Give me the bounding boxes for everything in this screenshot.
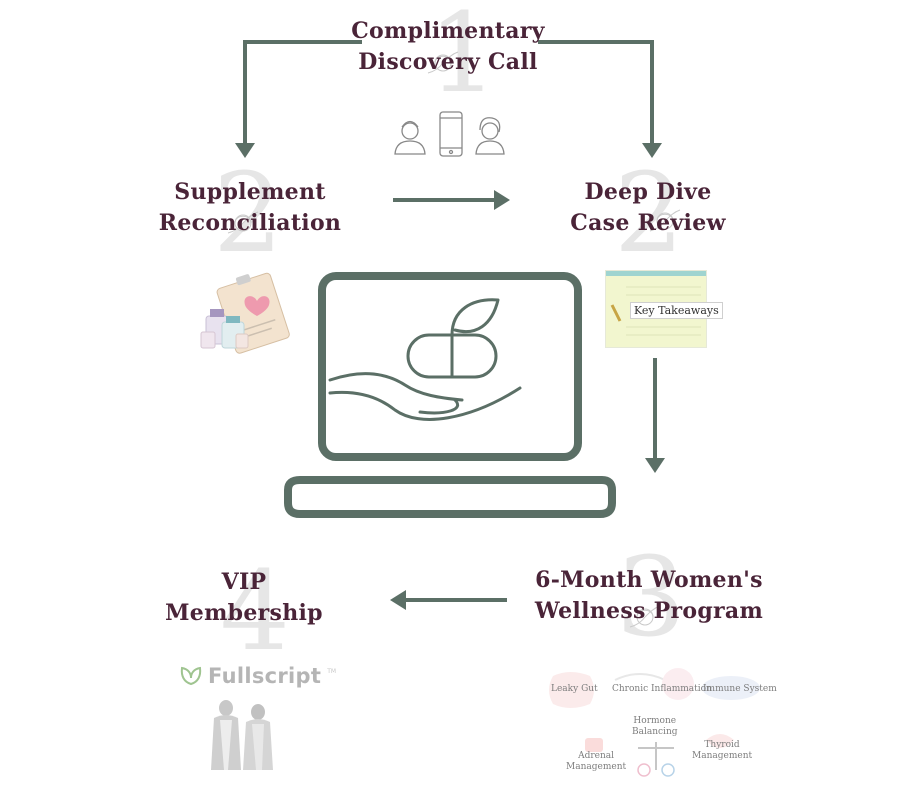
pencil-icon <box>610 304 622 322</box>
arrowhead <box>645 458 665 473</box>
arrowhead <box>494 190 510 210</box>
step-title-line: Membership <box>165 600 323 626</box>
condition-immune-graphic <box>702 676 760 700</box>
supplements-clipboard-icon <box>200 272 290 354</box>
condition-inflammation: Chronic Inflammation <box>612 684 712 694</box>
arrowhead <box>235 143 255 158</box>
condition-leaky-gut-graphic <box>549 672 594 708</box>
arrowhead <box>390 590 406 610</box>
fullscript-logo: Fullscript TM <box>180 664 336 688</box>
laptop-icon <box>284 272 616 518</box>
card-header-bar <box>606 271 706 276</box>
arrow-to-deepdive <box>538 40 654 148</box>
women-photo <box>211 700 273 770</box>
rose-decoration <box>649 209 681 232</box>
step-title-line: Case Review <box>570 210 726 236</box>
step-title-vip: VIP Membership <box>144 567 344 629</box>
step-number-program: 3 <box>616 533 686 661</box>
rose-decoration <box>227 211 259 234</box>
step-number-supplement: 2 <box>213 149 283 277</box>
rose-decoration <box>427 51 459 74</box>
step-title-line: VIP <box>221 569 267 595</box>
step-title-deepdive: Deep Dive Case Review <box>548 177 748 239</box>
phone-icon <box>439 111 463 157</box>
step-title-discovery: Complimentary Discovery Call <box>348 16 548 78</box>
step-number-discovery: 1 <box>428 0 498 117</box>
step-title-line: Supplement <box>174 179 326 205</box>
condition-inflammation-graphic <box>614 668 694 700</box>
arrowhead <box>642 143 662 158</box>
step-number-vip: 4 <box>220 547 290 675</box>
step-title-line: Complimentary <box>351 18 545 44</box>
key-takeaways-card: Key Takeaways <box>605 270 723 348</box>
key-takeaways-label: Key Takeaways <box>630 302 723 319</box>
leaf-icon <box>450 298 500 337</box>
step-title-line: 6-Month Women's <box>535 567 763 593</box>
step-title-line: Reconciliation <box>158 210 342 236</box>
heart-icon <box>244 296 270 316</box>
rose-decoration <box>629 605 661 628</box>
step-number-deepdive: 2 <box>614 149 684 277</box>
person-icon <box>475 117 505 155</box>
condition-adrenal-graphic <box>585 738 603 752</box>
step-title-supplement: Supplement Reconciliation <box>150 177 350 239</box>
step-title-line: Wellness Program <box>534 598 764 624</box>
fullscript-trademark: TM <box>327 668 337 675</box>
step-title-line: Deep Dive <box>584 179 712 205</box>
card-lines <box>610 286 701 336</box>
fullscript-leaf-icon <box>180 666 202 686</box>
step-title-line: Discovery Call <box>358 49 538 75</box>
person-icon <box>394 120 426 155</box>
condition-hormone-graphic <box>637 742 675 777</box>
condition-leaky-gut: Leaky Gut <box>551 684 598 694</box>
arrow-to-supplement <box>243 40 362 148</box>
fullscript-wordmark: Fullscript <box>208 664 322 688</box>
step-title-program: 6-Month Women's Wellness Program <box>520 565 778 627</box>
pill-hand-icon <box>328 298 522 421</box>
condition-thyroid-graphic <box>706 734 734 748</box>
condition-immune: Immune System <box>703 684 777 694</box>
